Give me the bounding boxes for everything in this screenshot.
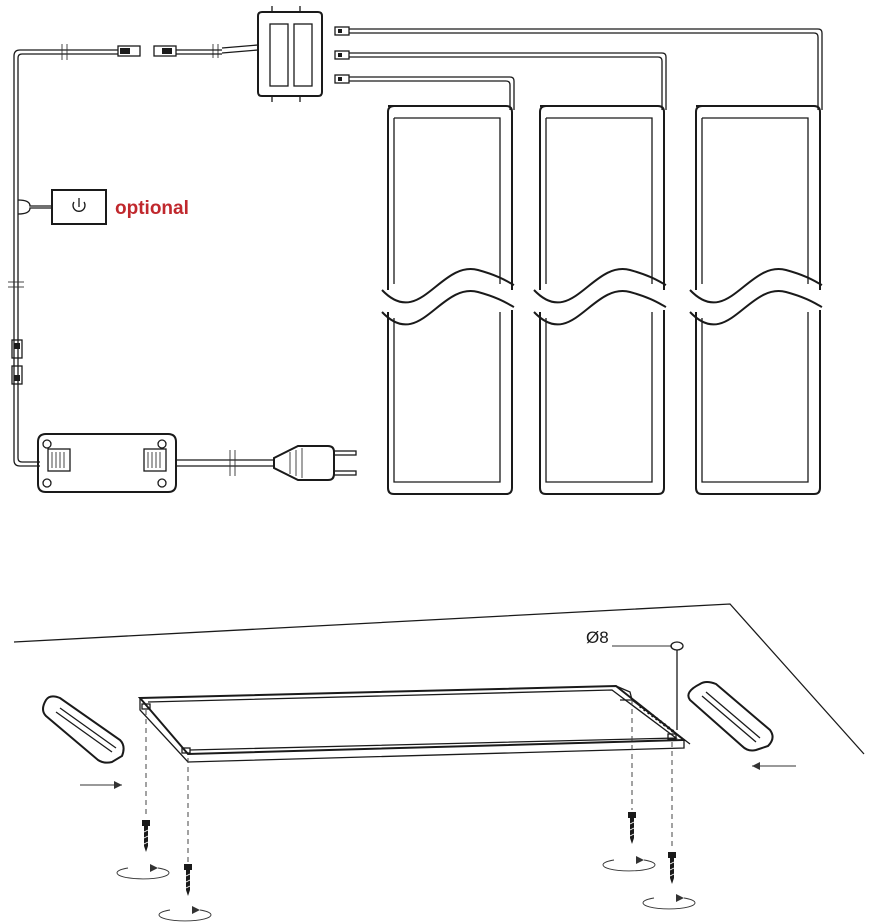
screw-4 xyxy=(642,852,696,910)
ceiling-outline xyxy=(13,603,865,755)
optional-label: optional xyxy=(115,198,189,219)
optional-switch: optional xyxy=(17,189,189,225)
led-panel-1 xyxy=(381,105,515,495)
output-connectors xyxy=(334,26,350,84)
screw-1 xyxy=(116,820,170,880)
screw-2 xyxy=(158,864,212,922)
panel-cables xyxy=(349,28,823,110)
inline-connector xyxy=(11,339,23,385)
dimension-callout: Ø8 xyxy=(586,628,684,730)
power-driver xyxy=(37,433,177,493)
insertion-arrows xyxy=(80,762,796,789)
power-icon xyxy=(72,198,86,212)
euro-plug-icon xyxy=(273,445,357,481)
dimension-label: Ø8 xyxy=(586,628,609,647)
screw-3 xyxy=(602,812,656,872)
input-cable xyxy=(8,44,219,467)
drill-lines xyxy=(145,700,673,862)
end-cap-right xyxy=(687,681,774,752)
mounted-panel xyxy=(137,684,691,763)
led-panel-3 xyxy=(689,105,823,495)
cable-connector-pair xyxy=(117,45,222,57)
distributor-block xyxy=(221,6,323,102)
mounting-diagram: Ø8 xyxy=(13,603,865,922)
mains-cable xyxy=(176,450,274,476)
led-panel-2 xyxy=(533,105,667,495)
wiring-diagram: optional xyxy=(8,6,823,495)
end-cap-left xyxy=(42,695,125,764)
